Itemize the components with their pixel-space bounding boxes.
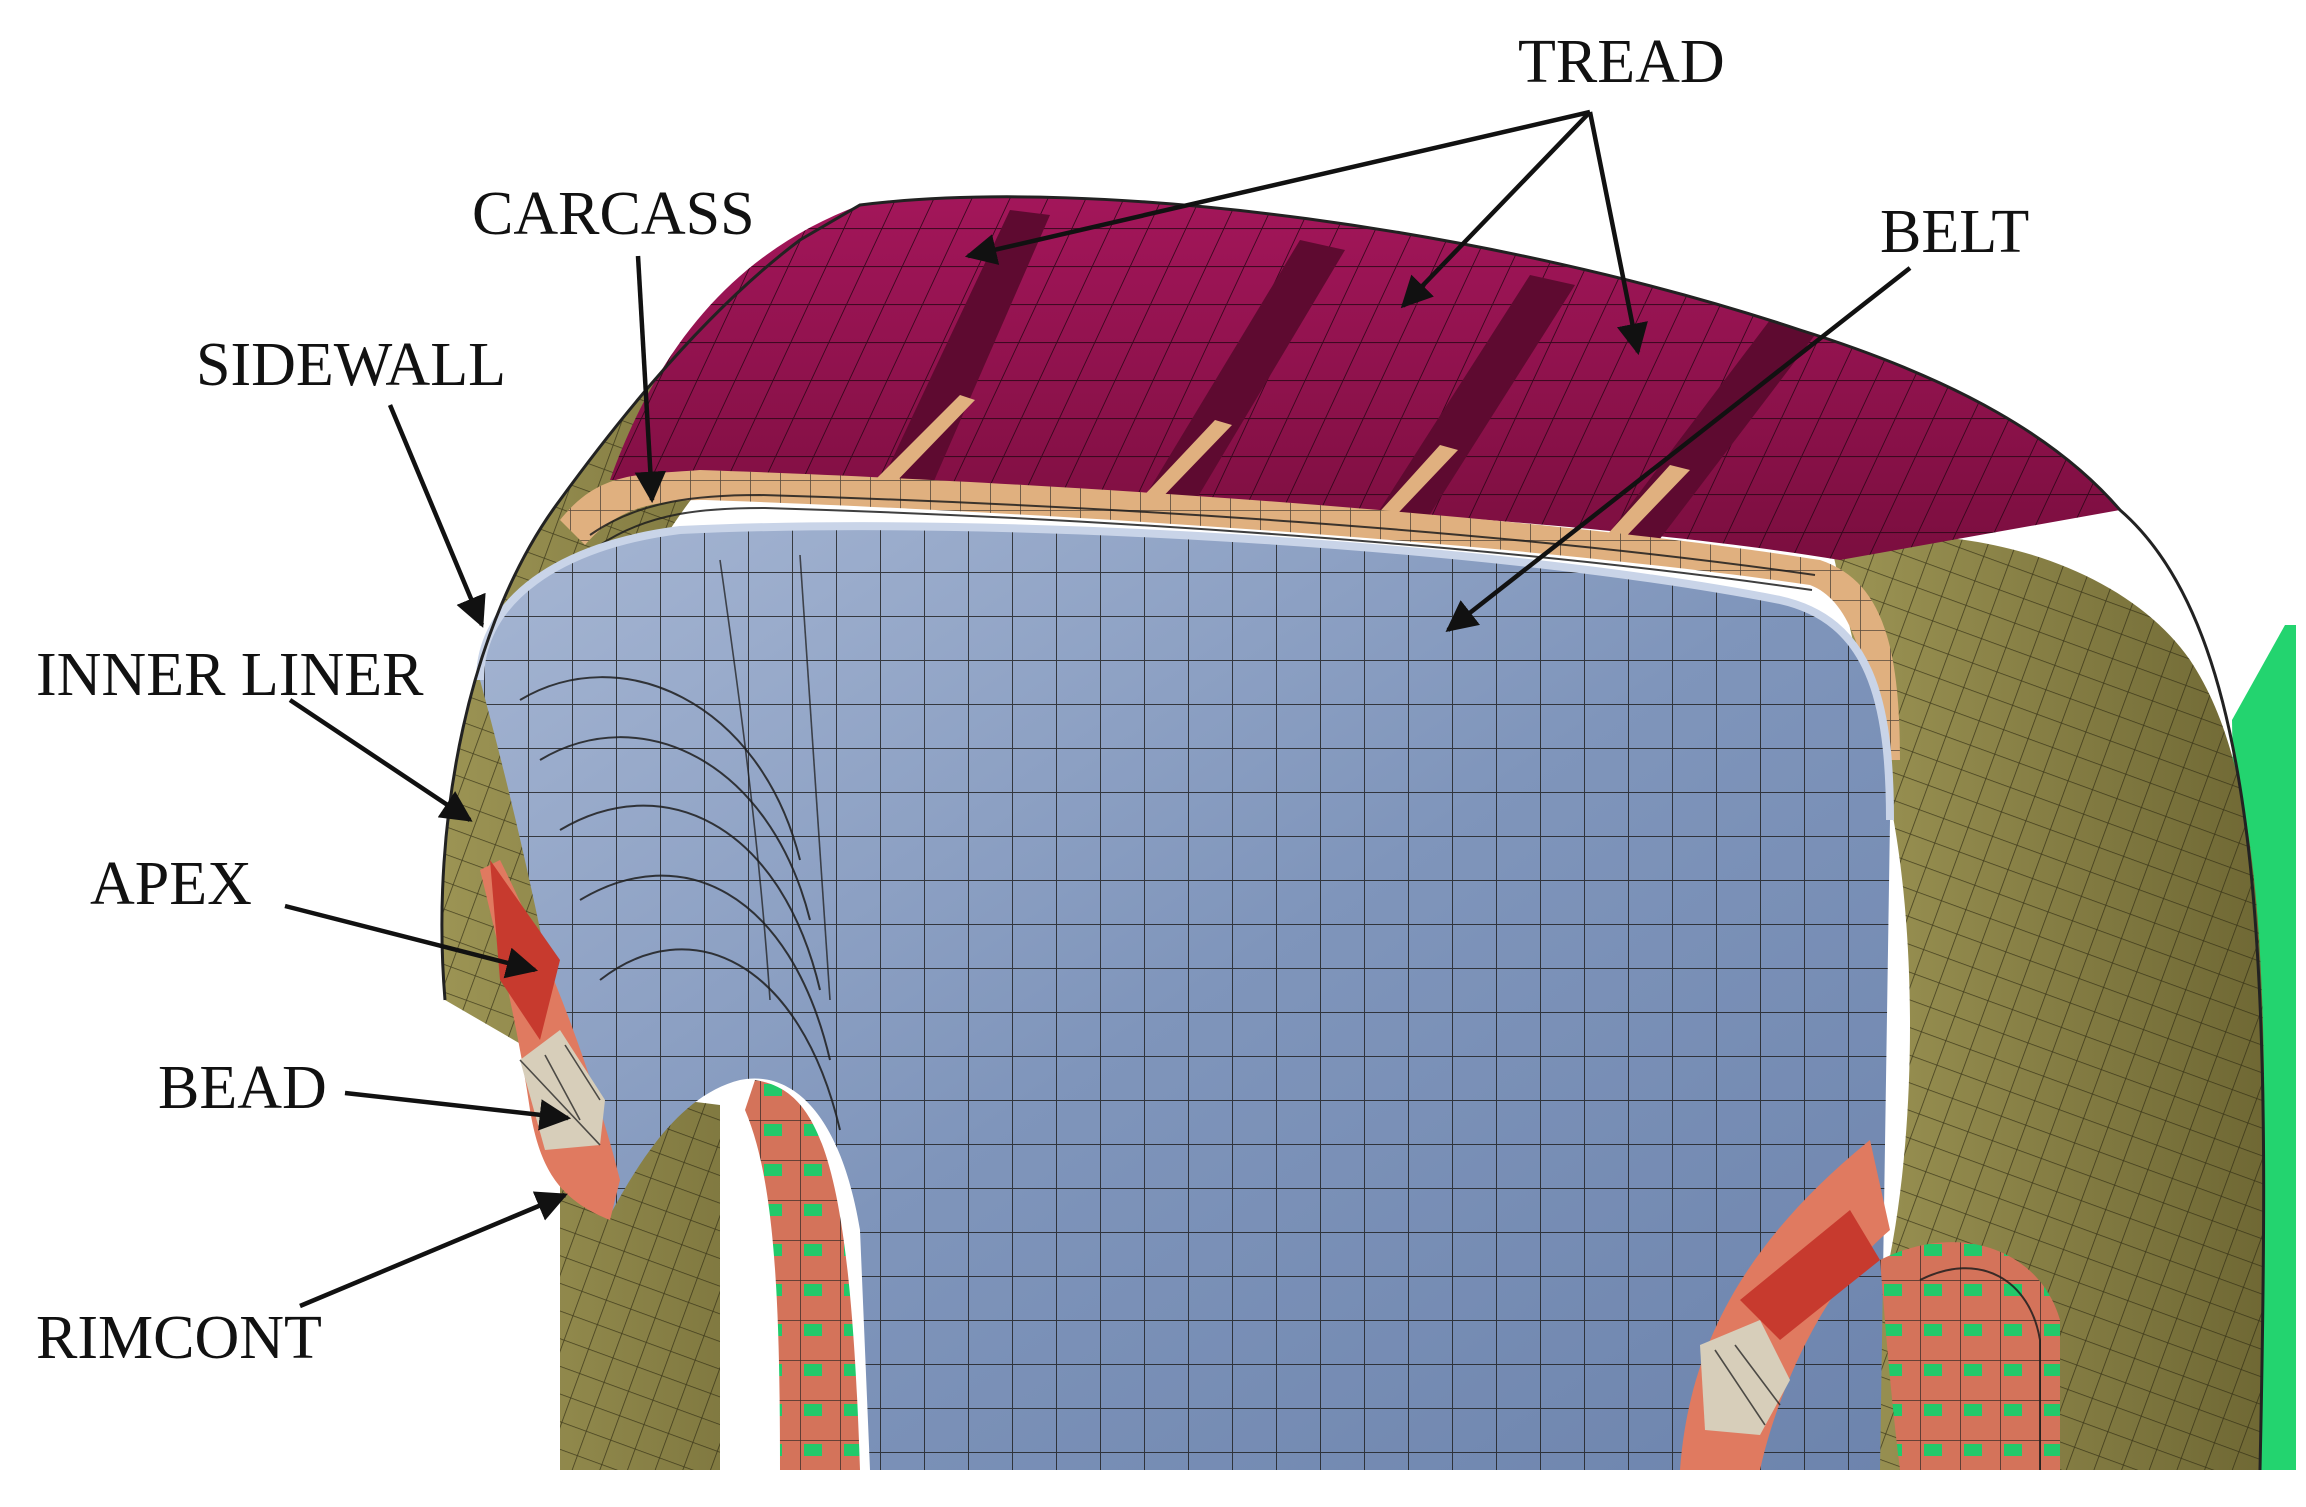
belt-arrow [1445,266,1912,632]
bead-arrow [344,1090,572,1131]
label-apex: APEX [90,850,252,918]
apex-right [1740,1210,1880,1340]
apex-arrow [284,903,539,979]
tread-region [610,196,2120,561]
tread-arrow-2 [1400,110,1592,309]
label-tread: TREAD [1518,28,1725,96]
label-belt: BELT [1880,198,2029,266]
component-labels: TREAD CARCASS BELT SIDEWALL INNER LINER … [36,28,2029,1372]
carcass-arrow [634,255,667,504]
label-sidewall: SIDEWALL [196,331,506,399]
label-inner-liner: INNER LINER [36,641,424,709]
sidewall-region [441,230,2265,1470]
leader-lines [284,109,1912,1309]
rimcont-arrow [299,1191,568,1309]
right-bead-area [1680,1140,2060,1470]
inner-liner-region [476,522,1894,1470]
belt-carcass-band [560,470,1900,760]
tread-arrow-1 [964,109,1591,265]
label-carcass: CARCASS [472,180,755,248]
sidewall-arrow [387,404,486,628]
label-rimcont: RIMCONT [36,1304,322,1372]
inner-liner-arrow [288,698,473,822]
label-bead: BEAD [158,1054,327,1122]
bead-right [1700,1320,1790,1435]
tread-arrow-3 [1587,111,1648,356]
tire-outline [440,195,2266,1471]
